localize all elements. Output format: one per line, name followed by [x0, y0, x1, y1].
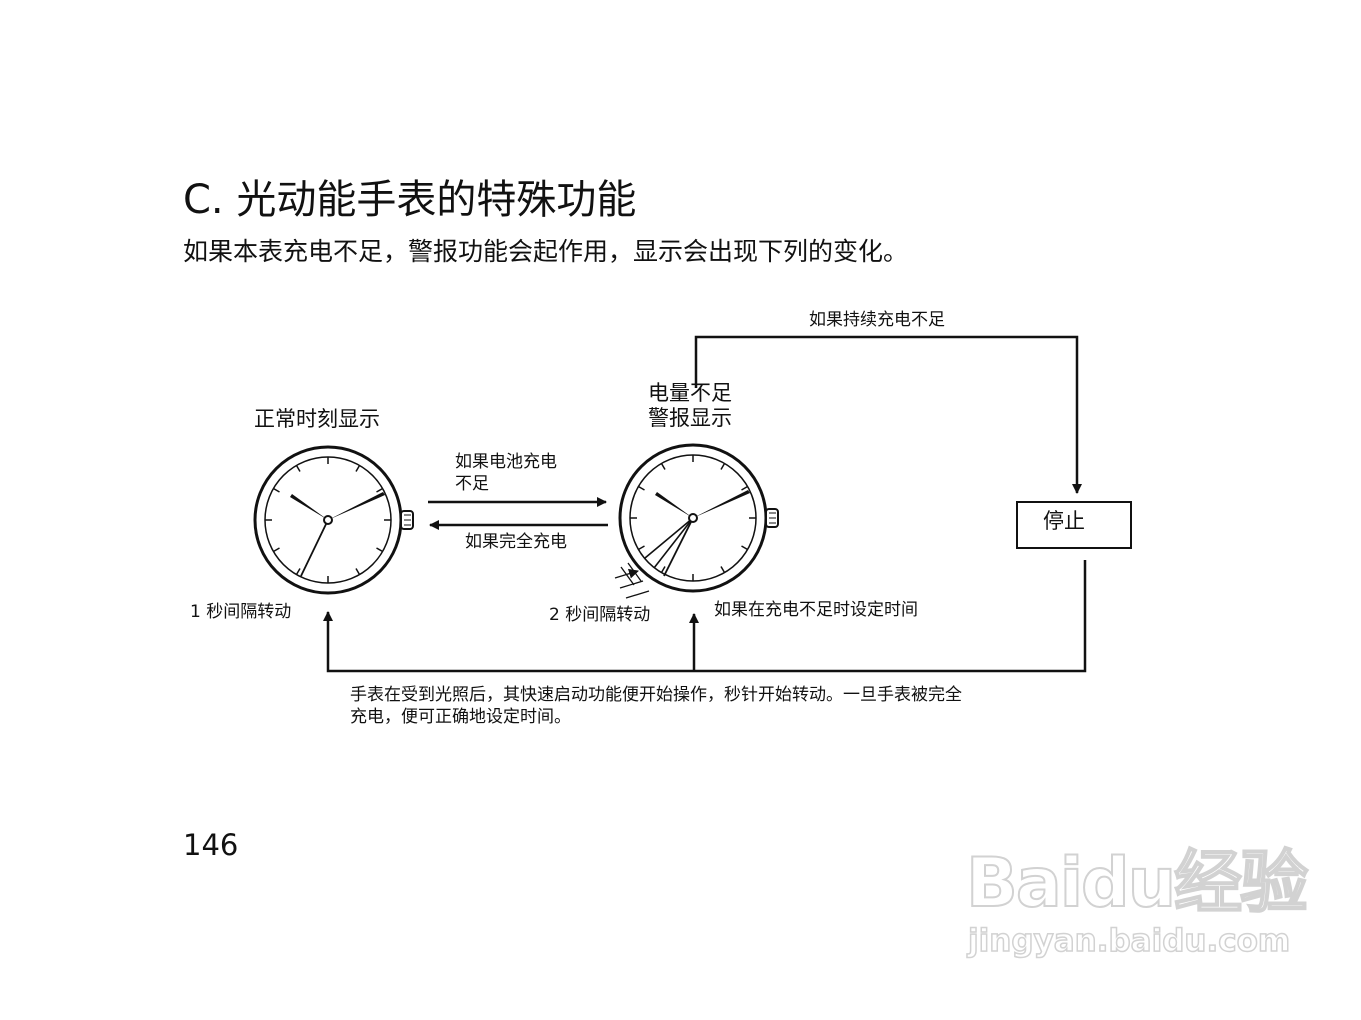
return-loop-line: [323, 560, 1087, 673]
baidu-watermark-url: jingyan.baidu.com: [967, 922, 1291, 960]
two-second-label: 2 秒间隔转动: [549, 605, 651, 625]
hour-tick: [660, 463, 666, 470]
hour-tick: [720, 463, 726, 470]
hour-tick: [295, 568, 301, 575]
insufficient-charge-label-1: 如果电池充电: [455, 452, 557, 472]
alarm-display-label-2: 警报显示: [648, 406, 732, 430]
set-time-label: 如果在充电不足时设定时间: [714, 600, 918, 620]
continued-insufficient-label: 如果持续充电不足: [809, 310, 945, 330]
hour-tick: [355, 568, 361, 575]
hour-tick: [273, 547, 280, 553]
hour-tick: [273, 487, 280, 493]
two-second-step-icon: [614, 562, 650, 599]
hour-tick: [741, 485, 748, 491]
arrow-to-stop: [694, 335, 1082, 494]
fully-charged-label: 如果完全充电: [465, 532, 567, 552]
alarm-watch-icon: [614, 443, 779, 599]
hour-tick: [376, 547, 383, 553]
stop-label: 停止: [1043, 509, 1085, 533]
section-title: C. 光动能手表的特殊功能: [183, 177, 637, 223]
insufficient-charge-label-2: 不足: [455, 474, 489, 494]
hour-tick: [638, 545, 645, 551]
hour-tick: [638, 485, 645, 491]
hour-tick: [376, 487, 383, 493]
hour-tick: [741, 545, 748, 551]
normal-watch-icon: [253, 445, 414, 595]
quick-start-note-1: 手表在受到光照后，其快速启动功能便开始操作，秒针开始转动。一旦手表被完全: [350, 685, 962, 705]
section-intro: 如果本表充电不足，警报功能会起作用，显示会出现下列的变化。: [183, 237, 909, 266]
one-second-label: 1 秒间隔转动: [190, 602, 292, 622]
hour-tick: [720, 566, 726, 573]
normal-display-label: 正常时刻显示: [254, 407, 380, 431]
stop-box: [1016, 501, 1132, 549]
alarm-display-label-1: 电量不足: [648, 381, 732, 405]
page-number: 146: [183, 828, 239, 862]
baidu-watermark-logo: Baidu经验: [965, 844, 1309, 923]
hour-tick: [660, 566, 666, 573]
quick-start-note-2: 充电，便可正确地设定时间。: [350, 707, 571, 727]
hour-tick: [295, 465, 301, 472]
hour-tick: [355, 465, 361, 472]
